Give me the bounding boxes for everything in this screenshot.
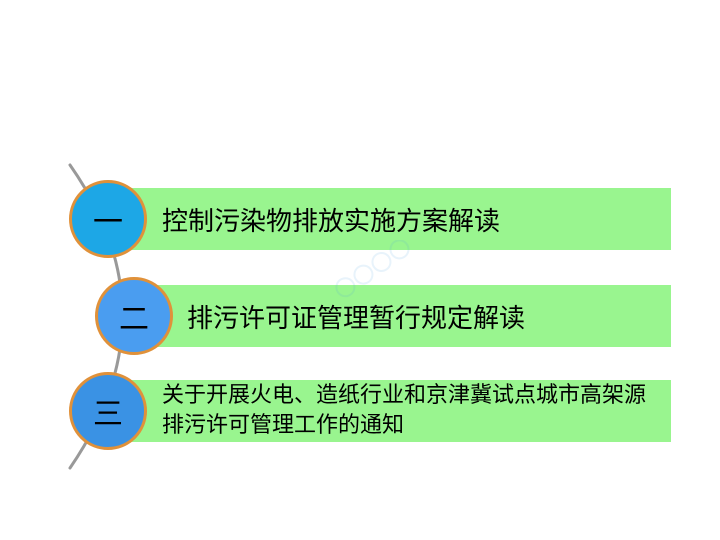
list-item-2-text: 排污许可证管理暂行规定解读 — [187, 303, 526, 334]
number-badge-3: 三 — [69, 372, 147, 450]
number-badge-2-label: 二 — [119, 302, 149, 337]
list-item-2: 排污许可证管理暂行规定解读 — [130, 285, 671, 347]
list-item-1: 控制污染物排放实施方案解读 — [100, 188, 671, 250]
number-badge-1-label: 一 — [93, 205, 123, 240]
list-item-1-text: 控制污染物排放实施方案解读 — [162, 206, 501, 237]
list-item-3-text: 关于开展火电、造纸行业和京津冀试点城市高架源排污许可管理工作的通知 — [162, 383, 647, 438]
number-badge-1: 一 — [69, 180, 147, 258]
number-badge-2: 二 — [95, 277, 173, 355]
list-item-3: 关于开展火电、造纸行业和京津冀试点城市高架源排污许可管理工作的通知 — [100, 380, 671, 442]
number-badge-3-label: 三 — [93, 397, 123, 432]
watermark-logo — [335, 240, 410, 298]
